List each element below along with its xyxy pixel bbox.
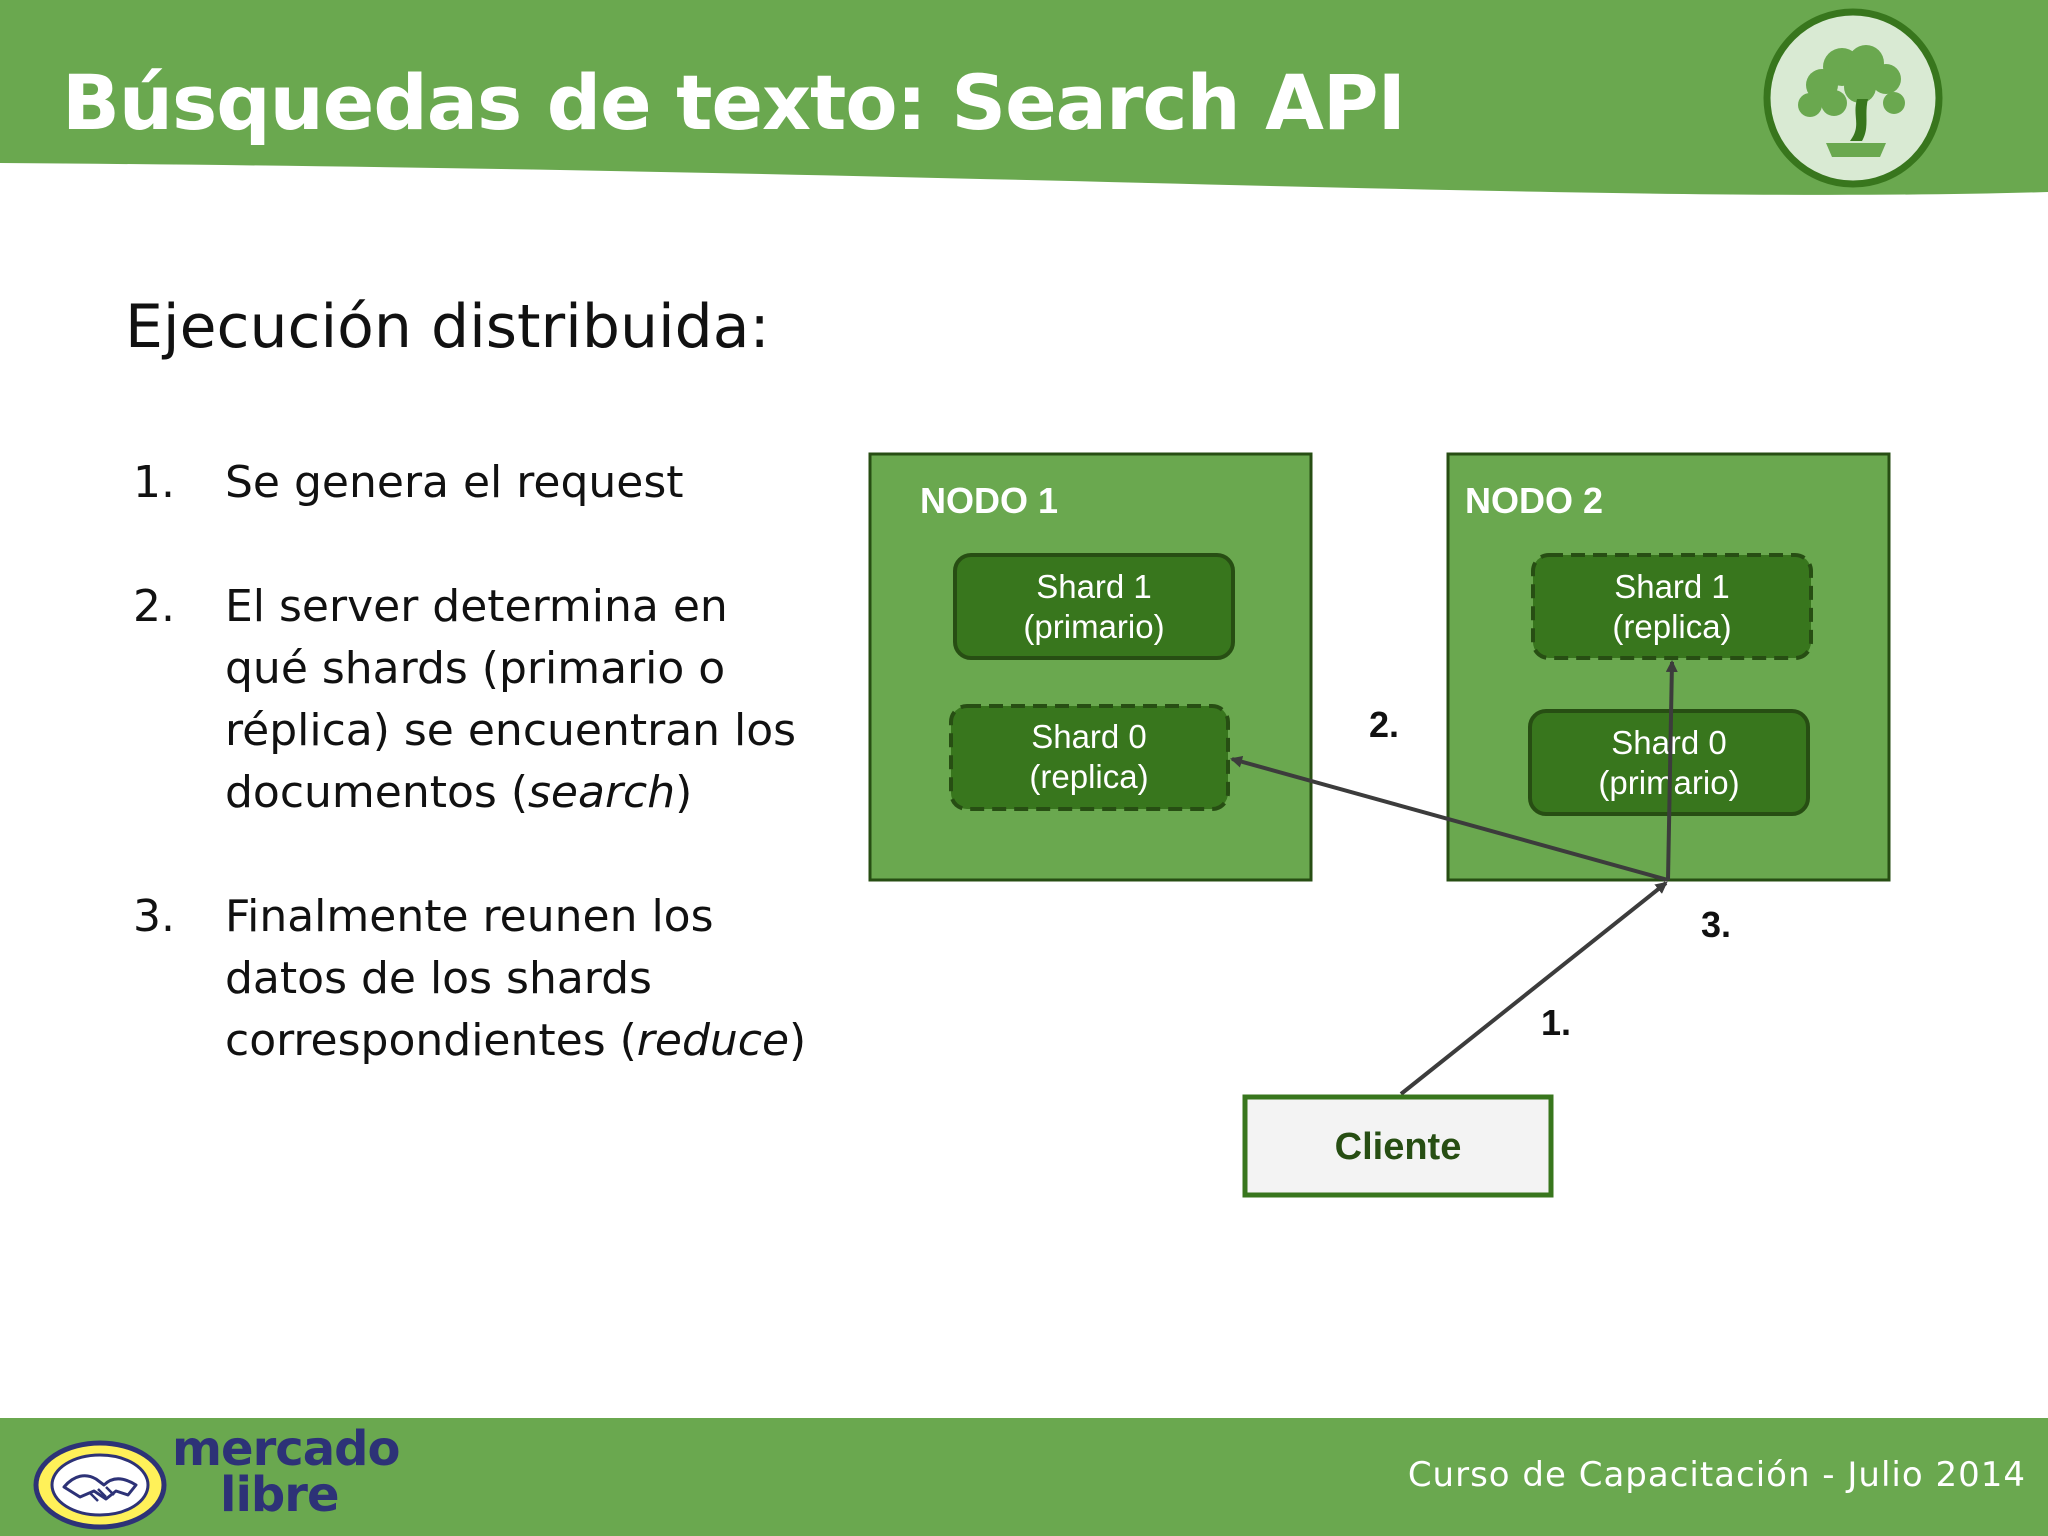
brand-name: mercado libre <box>172 1421 400 1523</box>
node-2-label: NODO 2 <box>1465 480 1603 521</box>
step-text-main: Finalmente reunen los datos de los shard… <box>225 891 714 1066</box>
step-text: Finalmente reunen los datos de los shard… <box>225 886 813 1072</box>
brand-line-1: mercado <box>172 1421 400 1477</box>
shard-role: (primario) <box>1023 608 1164 645</box>
handshake-icon <box>33 1440 167 1530</box>
shard-0-replica-box <box>949 704 1230 811</box>
shard-role: (replica) <box>1029 758 1148 795</box>
list-item: 3. Finalmente reunen los datos de los sh… <box>133 886 813 1072</box>
arrow-to-shard-1-replica <box>1665 660 1678 881</box>
arrow-label-1: 1. <box>1541 1002 1571 1043</box>
step-text: Se genera el request <box>225 457 684 508</box>
shard-1-replica-box <box>1531 553 1813 660</box>
slide-title: Búsquedas de texto: Search API <box>62 58 1406 147</box>
client-box <box>1242 1094 1554 1198</box>
course-label: Curso de Capacitación - Julio 2014 <box>1407 1455 2026 1495</box>
step-text: El server determina en qué shards (prima… <box>225 576 813 824</box>
list-item: 2. El server determina en qué shards (pr… <box>133 576 813 824</box>
step-text-emphasis: reduce <box>636 1015 790 1066</box>
shard-1-primary-box <box>953 553 1235 660</box>
header-band <box>0 0 2048 195</box>
client-label: Cliente <box>1335 1126 1462 1168</box>
step-text-end: ) <box>789 1015 807 1066</box>
shard-label: Shard 0 <box>1031 718 1147 755</box>
step-text-end: ) <box>675 767 693 818</box>
step-number: 2. <box>133 581 175 632</box>
brand-line-2: libre <box>220 1467 340 1523</box>
arrow-client-to-node-2 <box>1399 881 1668 1096</box>
step-number: 1. <box>133 457 175 508</box>
shard-label: Shard 1 <box>1036 568 1152 605</box>
steps-list: 1. Se genera el request 2. El server det… <box>133 452 813 1072</box>
list-item: 1. Se genera el request <box>133 452 813 514</box>
shard-label: Shard 1 <box>1614 568 1730 605</box>
bonsai-tree-icon <box>1763 8 1943 188</box>
arrow-label-2: 2. <box>1369 704 1399 745</box>
footer-bar <box>0 1418 2048 1536</box>
node-1-label: NODO 1 <box>920 480 1058 521</box>
step-text-emphasis: search <box>528 767 676 818</box>
step-number: 3. <box>133 891 175 942</box>
shard-role: (replica) <box>1612 608 1731 645</box>
arrow-to-shard-0-replica <box>1230 755 1669 882</box>
arrow-label-3: 3. <box>1701 904 1731 945</box>
node-1-box <box>868 452 1313 882</box>
section-subtitle: Ejecución distribuida: <box>125 292 770 362</box>
step-text-main: El server determina en qué shards (prima… <box>225 581 797 818</box>
